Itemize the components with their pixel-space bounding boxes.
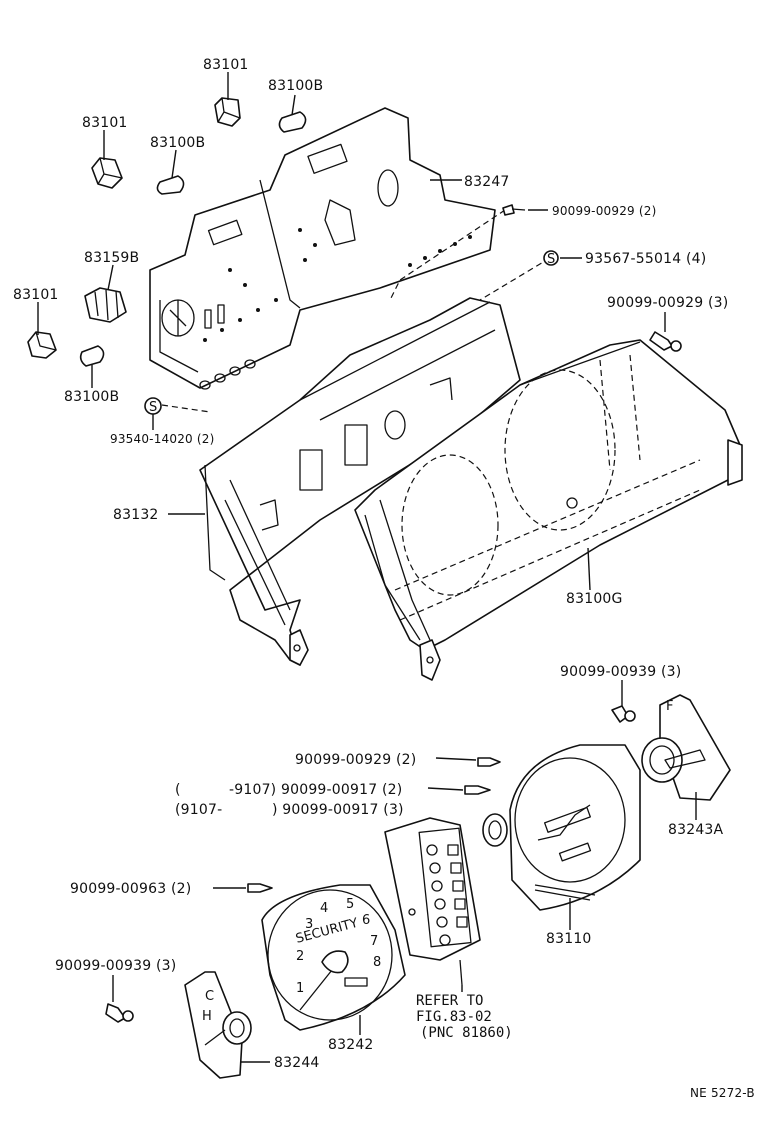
speedometer xyxy=(482,744,641,911)
tacho-digit-4: 4 xyxy=(320,901,328,916)
tacho-digit-2: 2 xyxy=(296,949,304,964)
part-label: ( xyxy=(175,782,181,798)
tacho-digit-7: 7 xyxy=(370,934,378,949)
bulb-icon xyxy=(278,111,307,133)
reference-note: (PNC 81860) xyxy=(420,1025,513,1041)
part-label: 83101 xyxy=(82,115,128,131)
screw-s-mark: S xyxy=(547,252,555,267)
tacho-digit-3: 3 xyxy=(305,917,313,932)
screw-icon xyxy=(247,883,273,893)
bulb-socket-icon xyxy=(91,157,123,189)
part-label: 90099-00929 (2) xyxy=(295,752,416,768)
part-label: 90099-00929 (3) xyxy=(607,295,728,311)
screw-s-mark: S xyxy=(149,400,157,415)
gauge-h-mark: H xyxy=(202,1009,212,1024)
part-label: 83110 xyxy=(546,931,592,947)
part-label: 83100B xyxy=(268,78,323,94)
part-label: 83132 xyxy=(113,507,159,523)
combination-meter-glass xyxy=(354,339,743,681)
bulb-socket-icon xyxy=(27,331,57,359)
part-label: 83101 xyxy=(203,57,249,73)
part-label: 83244 xyxy=(274,1055,320,1071)
screw-icon xyxy=(464,785,491,795)
screw-icon xyxy=(105,1003,134,1023)
assembly-leader xyxy=(479,257,551,301)
part-label: -9107) 90099-00917 (2) xyxy=(229,782,402,798)
bulb-socket-icon xyxy=(84,287,127,323)
tacho-digit-8: 8 xyxy=(373,955,381,970)
reference-note: REFER TO xyxy=(416,993,483,1009)
tacho-digit-1: 1 xyxy=(296,981,304,996)
part-label: 83159B xyxy=(84,250,139,266)
screw-s-icon: S xyxy=(144,397,162,415)
part-label: 90099-00939 (3) xyxy=(55,958,176,974)
part-labels: 83101 83100B 83101 83100B 83247 90099-00… xyxy=(13,57,755,1100)
screw-icon xyxy=(649,331,682,352)
temperature-gauge: C H xyxy=(184,971,252,1079)
tachometer: SECURITY 2 3 4 5 6 7 8 1 xyxy=(261,884,406,1031)
gauge-f-mark: F xyxy=(666,699,673,714)
circuit-board-module xyxy=(384,817,481,986)
part-label: 83247 xyxy=(464,174,510,190)
assembly-leader xyxy=(389,209,506,301)
reference-note: FIG.83-02 xyxy=(416,1009,492,1025)
bulb-icon xyxy=(156,175,185,195)
assembly-leader xyxy=(161,404,211,413)
part-label: 83100B xyxy=(150,135,205,151)
bulb-socket-icon xyxy=(214,97,241,127)
meter-housing xyxy=(199,297,521,666)
gauge-c-mark: C xyxy=(205,989,214,1004)
bulb-icon xyxy=(79,345,105,367)
screw-icon xyxy=(477,757,501,767)
part-label: ) 90099-00917 (3) xyxy=(272,802,404,818)
part-label: 90099-00929 (2) xyxy=(552,204,657,218)
part-label: (9107- xyxy=(175,802,222,818)
screw-icon xyxy=(611,705,636,723)
part-label: 83100G xyxy=(566,591,623,607)
printed-circuit-plate xyxy=(149,107,496,390)
leader-lines xyxy=(37,72,697,1063)
fuel-gauge: F xyxy=(641,694,731,801)
part-label: 83242 xyxy=(328,1037,374,1053)
screw-s-icon: S xyxy=(543,250,559,267)
part-label: 90099-00939 (3) xyxy=(560,664,681,680)
tacho-digit-5: 5 xyxy=(346,897,354,912)
part-label: 93567-55014 (4) xyxy=(585,251,706,267)
part-label: 90099-00963 (2) xyxy=(70,881,191,897)
diagram-code: NE 5272-B xyxy=(690,1086,755,1100)
part-label: 83100B xyxy=(64,389,119,405)
part-label: 83243A xyxy=(668,822,724,838)
screw-icon xyxy=(502,204,526,216)
part-label: 83101 xyxy=(13,287,59,303)
tacho-digit-6: 6 xyxy=(362,913,370,928)
part-label: 93540-14020 (2) xyxy=(110,432,215,446)
